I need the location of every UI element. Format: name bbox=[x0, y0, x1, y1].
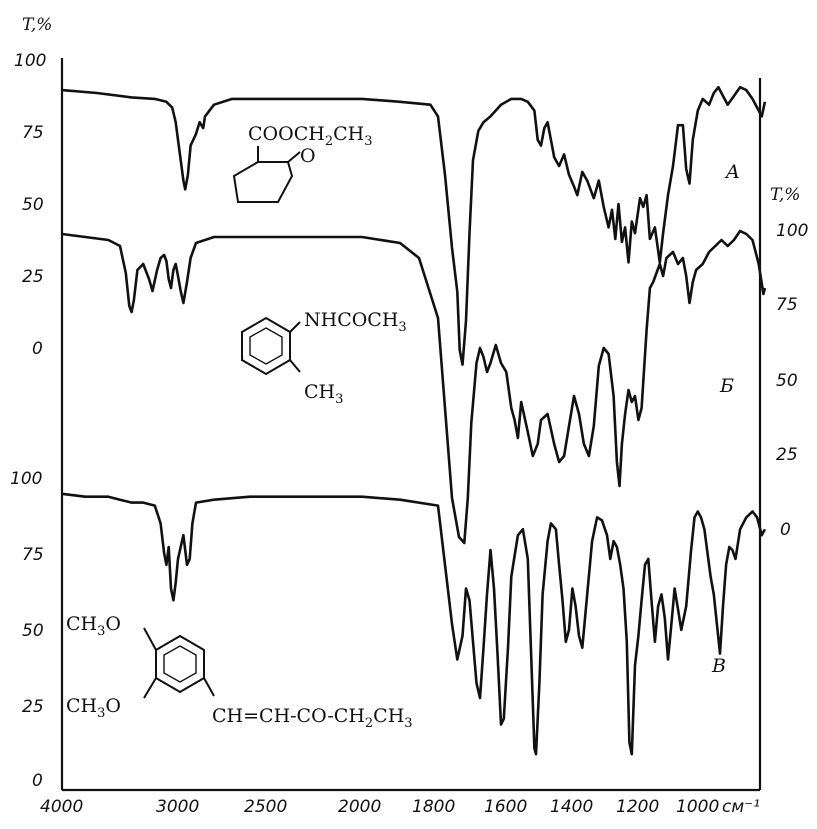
curve-label-b: Б bbox=[719, 375, 734, 397]
left-lower-tick-100: 100 bbox=[10, 469, 42, 489]
left-lower-tick-50: 50 bbox=[22, 621, 44, 641]
structure-a-ring bbox=[232, 146, 301, 203]
curve-label-a: A bbox=[724, 161, 740, 183]
structure-b-amide-label: NHCOCH3 bbox=[304, 309, 407, 335]
x-axis-ticks: 4000 3000 2500 2000 1800 1600 1400 1200 … bbox=[40, 797, 760, 817]
structure-b-ring-inner bbox=[249, 327, 283, 365]
left-lower-tick-25: 25 bbox=[22, 697, 44, 717]
curve-label-v: В bbox=[711, 655, 726, 677]
x-tick-1600: 1600 bbox=[484, 797, 527, 817]
right-tick-50: 50 bbox=[776, 371, 798, 391]
structure-b-methyl-label: CH3 bbox=[304, 381, 343, 407]
structure-b: NHCOCH3 CH3 bbox=[241, 309, 407, 407]
x-tick-2500: 2500 bbox=[244, 797, 287, 817]
left-upper-tick-100: 100 bbox=[14, 51, 46, 71]
structure-v-bond-ome1 bbox=[143, 627, 157, 651]
right-axis-title: T,% bbox=[770, 185, 800, 205]
left-upper-tick-50: 50 bbox=[22, 195, 44, 215]
x-tick-3000: 3000 bbox=[156, 797, 199, 817]
right-tick-75: 75 bbox=[776, 295, 798, 315]
spectrum-curve-v bbox=[61, 492, 767, 756]
structure-b-bond-me bbox=[289, 359, 301, 373]
structure-v-ring bbox=[155, 634, 205, 694]
x-tick-2000: 2000 bbox=[338, 797, 381, 817]
structure-v-methoxy-2: CH3O bbox=[66, 695, 121, 721]
left-lower-tick-75: 75 bbox=[22, 545, 44, 565]
x-tick-1200: 1200 bbox=[616, 797, 659, 817]
x-tick-1800: 1800 bbox=[412, 797, 455, 817]
structure-v-methoxy-1: CH3O bbox=[66, 613, 121, 639]
right-tick-100: 100 bbox=[776, 221, 808, 241]
left-upper-tick-25: 25 bbox=[22, 267, 44, 287]
left-upper-tick-75: 75 bbox=[22, 123, 44, 143]
structure-v: CH3O CH3O CH=CH-CO-CH2CH3 bbox=[66, 613, 413, 731]
structure-b-ring bbox=[241, 316, 291, 376]
spectrum-curve-a bbox=[61, 85, 767, 366]
left-axis-upper-ticks: 100 75 50 25 0 bbox=[14, 51, 46, 359]
left-axis-lower-ticks: 100 75 50 25 0 bbox=[10, 469, 44, 791]
right-axis-ticks: 100 75 50 25 0 bbox=[776, 221, 808, 540]
structure-a-ester-label: COOCH2CH3 bbox=[248, 123, 372, 149]
spectrum-curve-b bbox=[61, 229, 767, 545]
x-tick-1000: 1000 bbox=[676, 797, 719, 817]
structure-v-bond-ome2 bbox=[143, 677, 157, 699]
structure-b-bond-nh bbox=[289, 321, 301, 333]
structure-v-ring-inner bbox=[163, 645, 197, 683]
right-tick-25: 25 bbox=[776, 445, 798, 465]
left-upper-tick-0: 0 bbox=[32, 339, 43, 359]
structure-v-bond-chain bbox=[203, 677, 215, 697]
left-lower-tick-0: 0 bbox=[32, 771, 43, 791]
structure-v-chain-label: CH=CH-CO-CH2CH3 bbox=[212, 705, 413, 731]
structure-a: COOCH2CH3 O bbox=[232, 123, 372, 203]
right-tick-0: 0 bbox=[780, 520, 791, 540]
x-tick-4000: 4000 bbox=[40, 797, 83, 817]
x-tick-1400: 1400 bbox=[550, 797, 593, 817]
x-axis-unit: см⁻¹ bbox=[722, 797, 760, 817]
structure-a-ketone-o: O bbox=[300, 145, 316, 167]
left-axis-title: T,% bbox=[22, 15, 52, 35]
